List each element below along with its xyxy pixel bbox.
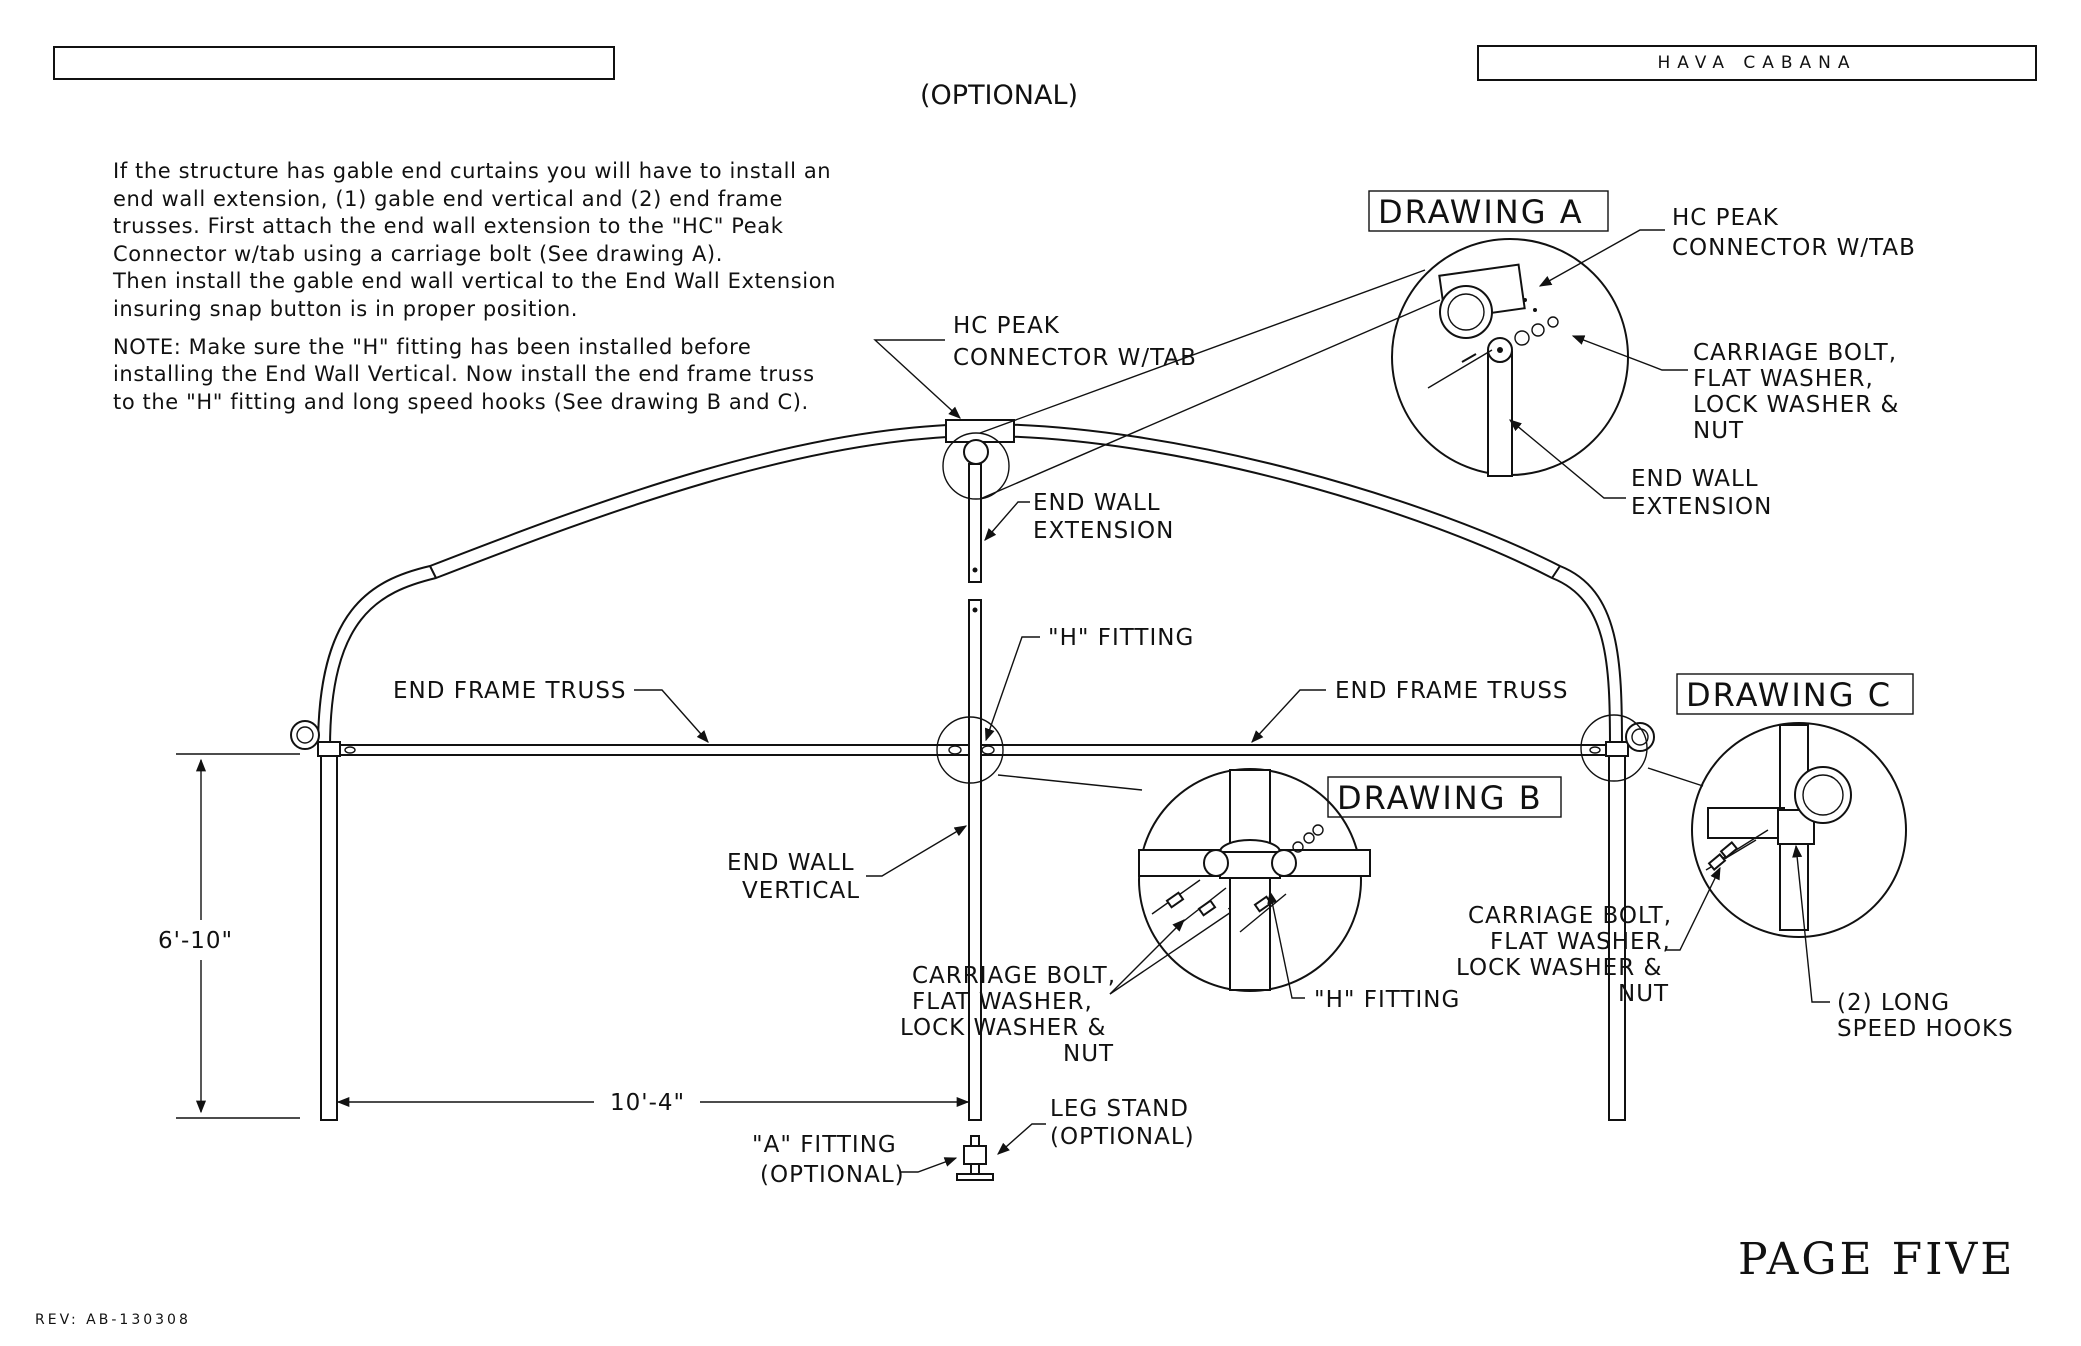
label-a-fitting-2: (OPTIONAL)	[760, 1162, 905, 1188]
drawing-c-bolt-4: NUT	[1618, 981, 1669, 1007]
drawing-a-ext-2: EXTENSION	[1631, 494, 1772, 520]
peak-connector	[945, 419, 1015, 443]
drawing-a-bolt-3: LOCK WASHER &	[1693, 392, 1899, 418]
label-end-wall-vert-2: VERTICAL	[742, 878, 860, 904]
drawing-c-hooks-2: SPEED HOOKS	[1837, 1016, 2014, 1042]
label-bolt-1: CARRIAGE BOLT,	[912, 963, 1116, 989]
drawing-c-bolt-1: CARRIAGE BOLT,	[1468, 903, 1672, 929]
width-dimension: 10'-4"	[610, 1090, 685, 1116]
end-wall-vertical	[968, 599, 982, 1121]
end-wall-extension	[968, 463, 982, 583]
main-frame	[290, 419, 1655, 1181]
height-dimension: 6'-10"	[158, 928, 233, 954]
header-left-box	[53, 46, 615, 80]
leg-stand	[956, 1135, 994, 1181]
drawing-b-h-fitting: "H" FITTING	[1314, 987, 1460, 1013]
drawing-c-bolt-2: FLAT WASHER,	[1490, 929, 1671, 955]
drawing-a-bolt-2: FLAT WASHER,	[1693, 366, 1874, 392]
drawing-c-detail	[1691, 722, 1907, 938]
drawing-a-peak-2: CONNECTOR W/TAB	[1672, 235, 1916, 261]
drawing-b: DRAWING B "H" FITTING	[997, 768, 1562, 1013]
label-hc-peak-1: HC PEAK	[953, 313, 1060, 339]
label-h-fitting: "H" FITTING	[1048, 625, 1194, 651]
detail-circle-c-ref	[1580, 714, 1648, 782]
detail-circle-a-ref	[942, 432, 1010, 500]
page-title: (OPTIONAL)	[920, 80, 1079, 111]
drawing-a-title: DRAWING A	[1378, 193, 1584, 231]
drawing-a: DRAWING A HC PEAK CONNECTOR W/TAB CARRIA…	[979, 190, 1916, 520]
label-bolt-4: NUT	[1063, 1041, 1114, 1067]
label-a-fitting-1: "A" FITTING	[752, 1132, 897, 1158]
label-leg-stand-2: (OPTIONAL)	[1050, 1124, 1195, 1150]
label-end-frame-truss-right: END FRAME TRUSS	[1335, 678, 1569, 704]
label-hc-peak-2: CONNECTOR W/TAB	[953, 345, 1197, 371]
instructions-note: NOTE: Make sure the "H" fitting has been…	[113, 334, 815, 414]
drawing-a-bolt-4: NUT	[1693, 418, 1744, 444]
detail-circle-b-ref	[936, 716, 1004, 784]
header-product-name: HAVA CABANA	[1477, 45, 2037, 81]
page-number-label: PAGE FIVE	[1738, 1234, 2016, 1285]
label-bolt-2: FLAT WASHER,	[912, 989, 1093, 1015]
drawing-c-bolt-3: LOCK WASHER &	[1456, 955, 1662, 981]
drawing-a-title-box	[1368, 190, 1609, 232]
dimensions: 6'-10" 10'-4"	[158, 753, 970, 1119]
drawing-c-title: DRAWING C	[1686, 676, 1892, 714]
main-callouts: HC PEAK CONNECTOR W/TAB END WALL EXTENSI…	[393, 313, 1569, 1188]
drawing-b-title-box	[1327, 776, 1562, 818]
label-end-wall-vert-1: END WALL	[727, 850, 855, 876]
instructions-paragraph: If the structure has gable end curtains …	[113, 159, 837, 321]
drawing-a-ext-1: END WALL	[1631, 466, 1759, 492]
label-leg-stand-1: LEG STAND	[1050, 1096, 1189, 1122]
left-leg	[320, 747, 338, 1121]
revision-code: REV: AB-130308	[35, 1312, 191, 1328]
drawing-c-hooks-1: (2) LONG	[1837, 990, 1950, 1016]
drawing-a-bolt-1: CARRIAGE BOLT,	[1693, 340, 1897, 366]
drawing-c: DRAWING C CARRIAGE BOLT, FLAT WASHER, LO…	[1456, 673, 2014, 1042]
drawing-a-peak-1: HC PEAK	[1672, 205, 1779, 231]
label-end-wall-ext-1: END WALL	[1033, 490, 1161, 516]
label-end-frame-truss-left: END FRAME TRUSS	[393, 678, 627, 704]
label-bolt-3: LOCK WASHER &	[900, 1015, 1106, 1041]
instructions-text: If the structure has gable end curtains …	[113, 158, 933, 416]
label-end-wall-ext-2: EXTENSION	[1033, 518, 1174, 544]
left-speed-hook	[290, 720, 320, 750]
drawing-c-title-box	[1676, 673, 1914, 715]
drawing-b-title: DRAWING B	[1337, 779, 1543, 817]
